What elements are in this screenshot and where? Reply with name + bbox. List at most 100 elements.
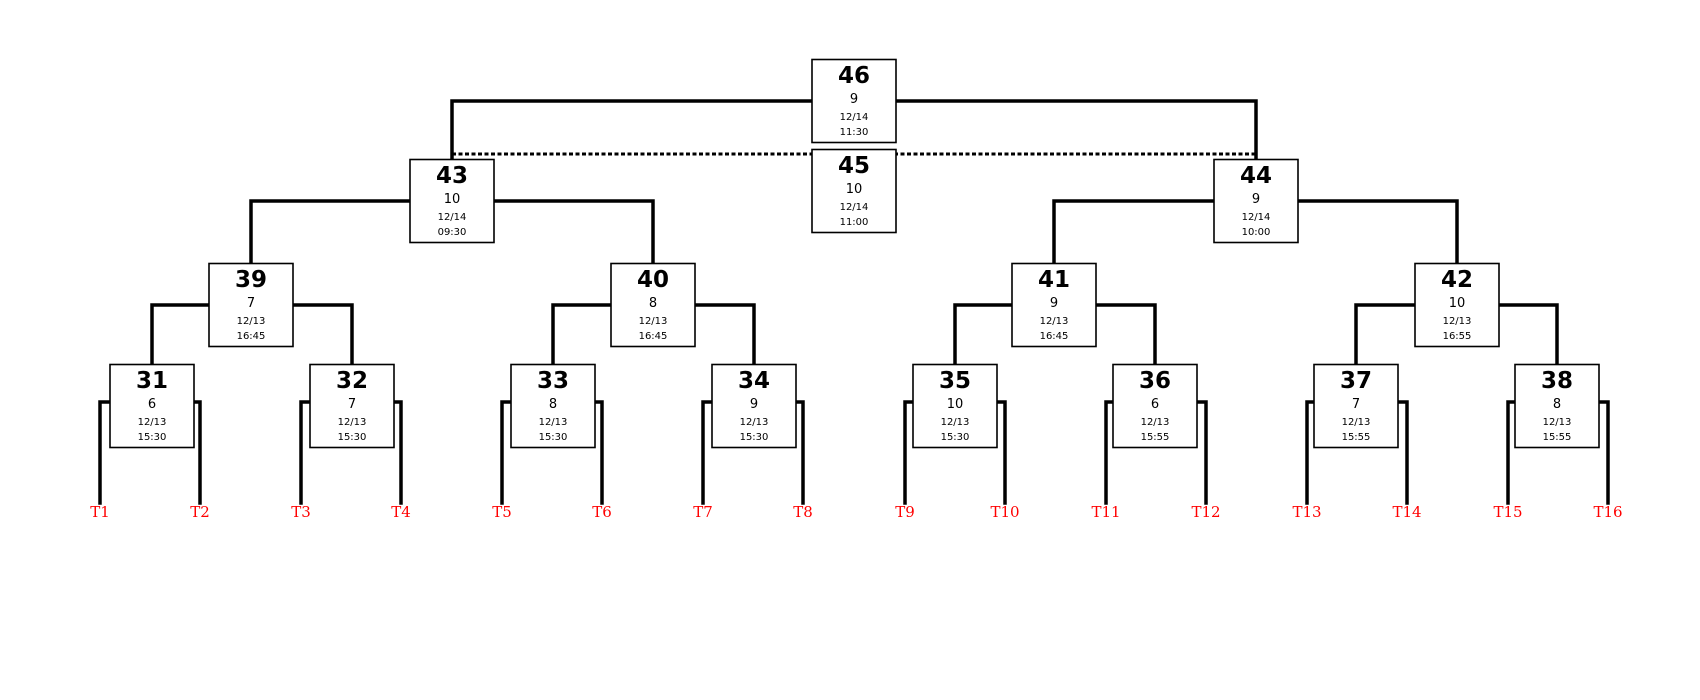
match-time: 16:45	[639, 331, 668, 342]
match-score: 6	[148, 397, 156, 412]
connector-line	[794, 400, 805, 505]
match-date: 12/13	[338, 417, 367, 428]
connector-line	[299, 400, 312, 505]
match-number: 33	[537, 368, 569, 394]
connector-line	[953, 303, 1014, 367]
match-number: 46	[838, 63, 870, 89]
match-box-40: 40 8 12/13 16:45	[610, 262, 696, 348]
match-date: 12/13	[740, 417, 769, 428]
match-score: 7	[348, 397, 356, 412]
match-time: 15:30	[338, 432, 367, 443]
team-label: T15	[1493, 503, 1522, 521]
connector-line	[995, 400, 1007, 505]
match-date: 12/13	[1141, 417, 1170, 428]
match-number: 38	[1541, 368, 1573, 394]
team-label: T3	[291, 503, 311, 521]
match-number: 34	[738, 368, 770, 394]
match-box-42: 42 10 12/13 16:55	[1414, 262, 1500, 348]
match-number: 35	[939, 368, 971, 394]
match-date: 12/13	[1543, 417, 1572, 428]
match-time: 15:30	[539, 432, 568, 443]
connector-line	[701, 400, 714, 505]
match-number: 36	[1139, 368, 1171, 394]
connector-line	[249, 199, 412, 266]
connector-line	[192, 400, 202, 505]
team-label: T4	[391, 503, 411, 521]
connector-line	[291, 303, 354, 367]
match-date: 12/14	[438, 212, 467, 223]
match-time: 10:00	[1242, 227, 1271, 238]
match-number: 37	[1340, 368, 1372, 394]
match-box-46: 46 9 12/14 11:30	[811, 58, 897, 144]
match-score: 7	[247, 296, 255, 311]
match-time: 15:55	[1342, 432, 1371, 443]
match-number: 40	[637, 267, 669, 293]
match-score: 7	[1352, 397, 1360, 412]
match-date: 12/13	[1040, 316, 1069, 327]
match-date: 12/14	[840, 112, 869, 123]
match-time: 15:30	[138, 432, 167, 443]
team-label: T9	[895, 503, 915, 521]
match-date: 12/13	[941, 417, 970, 428]
connector-line	[1497, 303, 1559, 367]
match-time: 15:30	[740, 432, 769, 443]
match-time: 16:55	[1443, 331, 1472, 342]
connector-line	[1597, 400, 1610, 505]
match-box-32: 32 7 12/13 15:30	[309, 363, 395, 449]
match-score: 10	[1449, 296, 1466, 311]
match-date: 12/13	[639, 316, 668, 327]
match-number: 41	[1038, 267, 1070, 293]
connector-line	[500, 400, 513, 505]
bracket-lines	[98, 99, 1610, 505]
match-number: 39	[235, 267, 267, 293]
match-box-37: 37 7 12/13 15:55	[1313, 363, 1399, 449]
match-score: 8	[549, 397, 557, 412]
team-label: T5	[492, 503, 512, 521]
team-label: T2	[190, 503, 210, 521]
connector-line	[593, 400, 604, 505]
match-score: 9	[850, 92, 858, 107]
connector-line	[1396, 400, 1409, 505]
team-label: T14	[1392, 503, 1421, 521]
match-date: 12/13	[138, 417, 167, 428]
match-time: 15:55	[1543, 432, 1572, 443]
connector-line	[551, 303, 613, 367]
match-number: 42	[1441, 267, 1473, 293]
match-date: 12/13	[1342, 417, 1371, 428]
connector-line	[1104, 400, 1115, 505]
team-label: T13	[1292, 503, 1321, 521]
match-number: 32	[336, 368, 368, 394]
connector-line	[693, 303, 756, 367]
match-box-35: 35 10 12/13 15:30	[912, 363, 998, 449]
connector-line	[1354, 303, 1417, 367]
match-time: 16:45	[237, 331, 266, 342]
match-date: 12/13	[1443, 316, 1472, 327]
match-number: 43	[436, 163, 468, 189]
match-score: 9	[1050, 296, 1058, 311]
match-score: 9	[1252, 192, 1260, 207]
match-time: 15:30	[941, 432, 970, 443]
team-label: T12	[1191, 503, 1220, 521]
connector-line	[392, 400, 403, 505]
match-score: 10	[947, 397, 964, 412]
team-label: T6	[592, 503, 612, 521]
match-date: 12/14	[1242, 212, 1271, 223]
team-label: T8	[793, 503, 813, 521]
connector-line	[1094, 303, 1157, 367]
connector-line	[450, 99, 814, 162]
connector-line	[1506, 400, 1517, 505]
match-time: 11:30	[840, 127, 869, 138]
match-score: 8	[649, 296, 657, 311]
connector-line	[98, 400, 112, 505]
match-number: 44	[1240, 163, 1272, 189]
